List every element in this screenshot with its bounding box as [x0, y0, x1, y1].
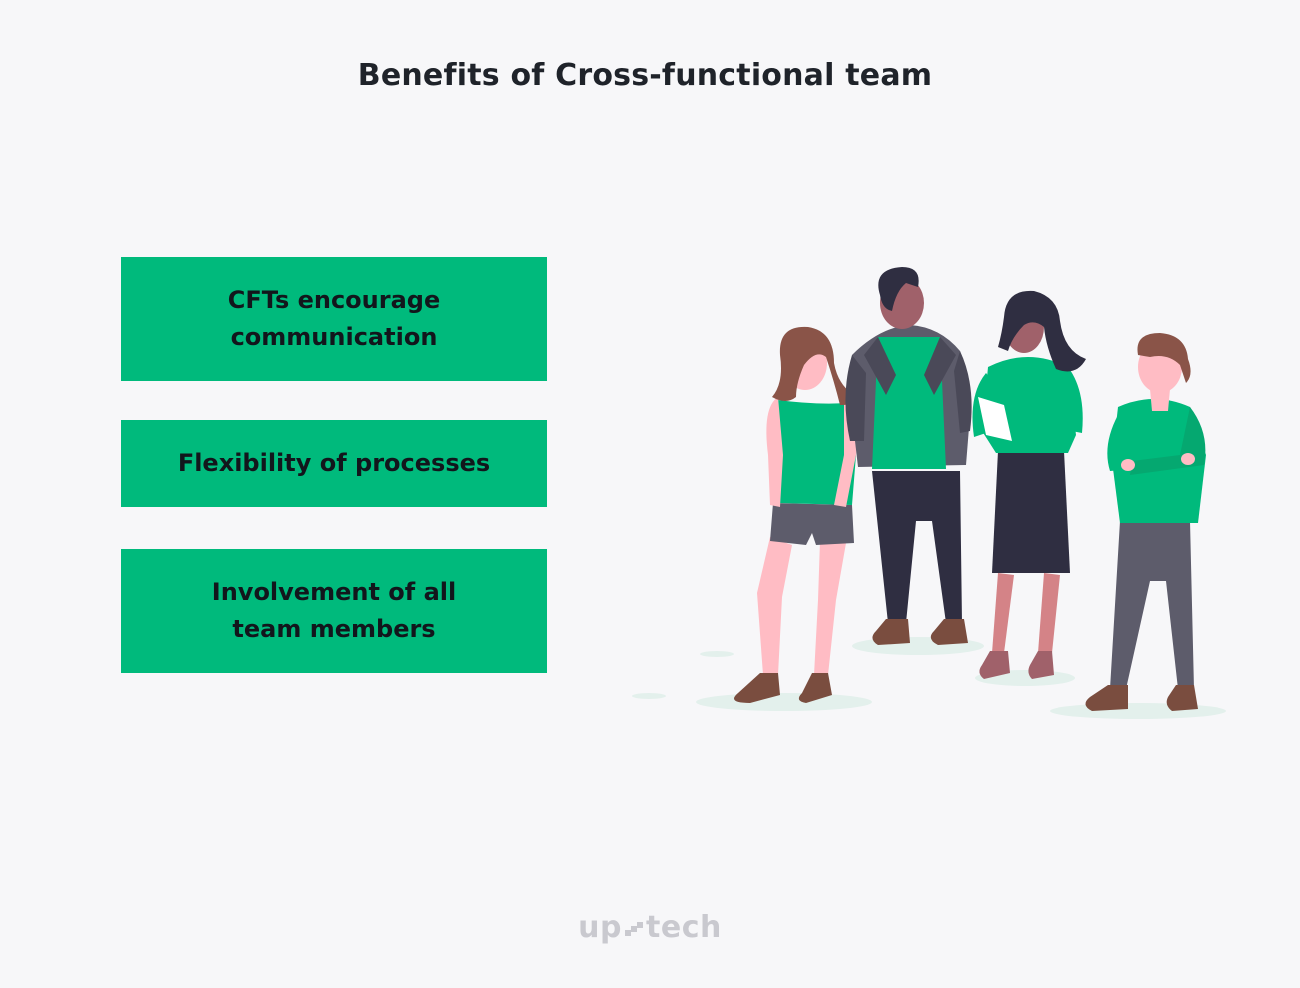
person-man-arms-crossed-icon [1085, 333, 1206, 711]
team-illustration [632, 267, 1226, 719]
benefit-box-communication: CFTs encourage communication [121, 257, 547, 381]
person-man-jacket-icon [845, 267, 972, 645]
logo-text-up: up [578, 910, 622, 945]
ground-shadows [632, 637, 1226, 719]
person-woman-skirt-icon [972, 290, 1086, 679]
person-woman-left-icon [734, 326, 858, 703]
logo-mark-icon [625, 921, 643, 936]
benefit-box-involvement: Involvement of all team members [121, 549, 547, 673]
benefit-label: CFTs encourage communication [227, 286, 441, 351]
benefit-box-flexibility: Flexibility of processes [121, 420, 547, 507]
logo-text-tech: tech [646, 910, 722, 945]
benefit-label: Involvement of all team members [211, 578, 457, 643]
benefit-label: Flexibility of processes [177, 449, 491, 477]
page-title: Benefits of Cross-functional team [357, 58, 933, 93]
